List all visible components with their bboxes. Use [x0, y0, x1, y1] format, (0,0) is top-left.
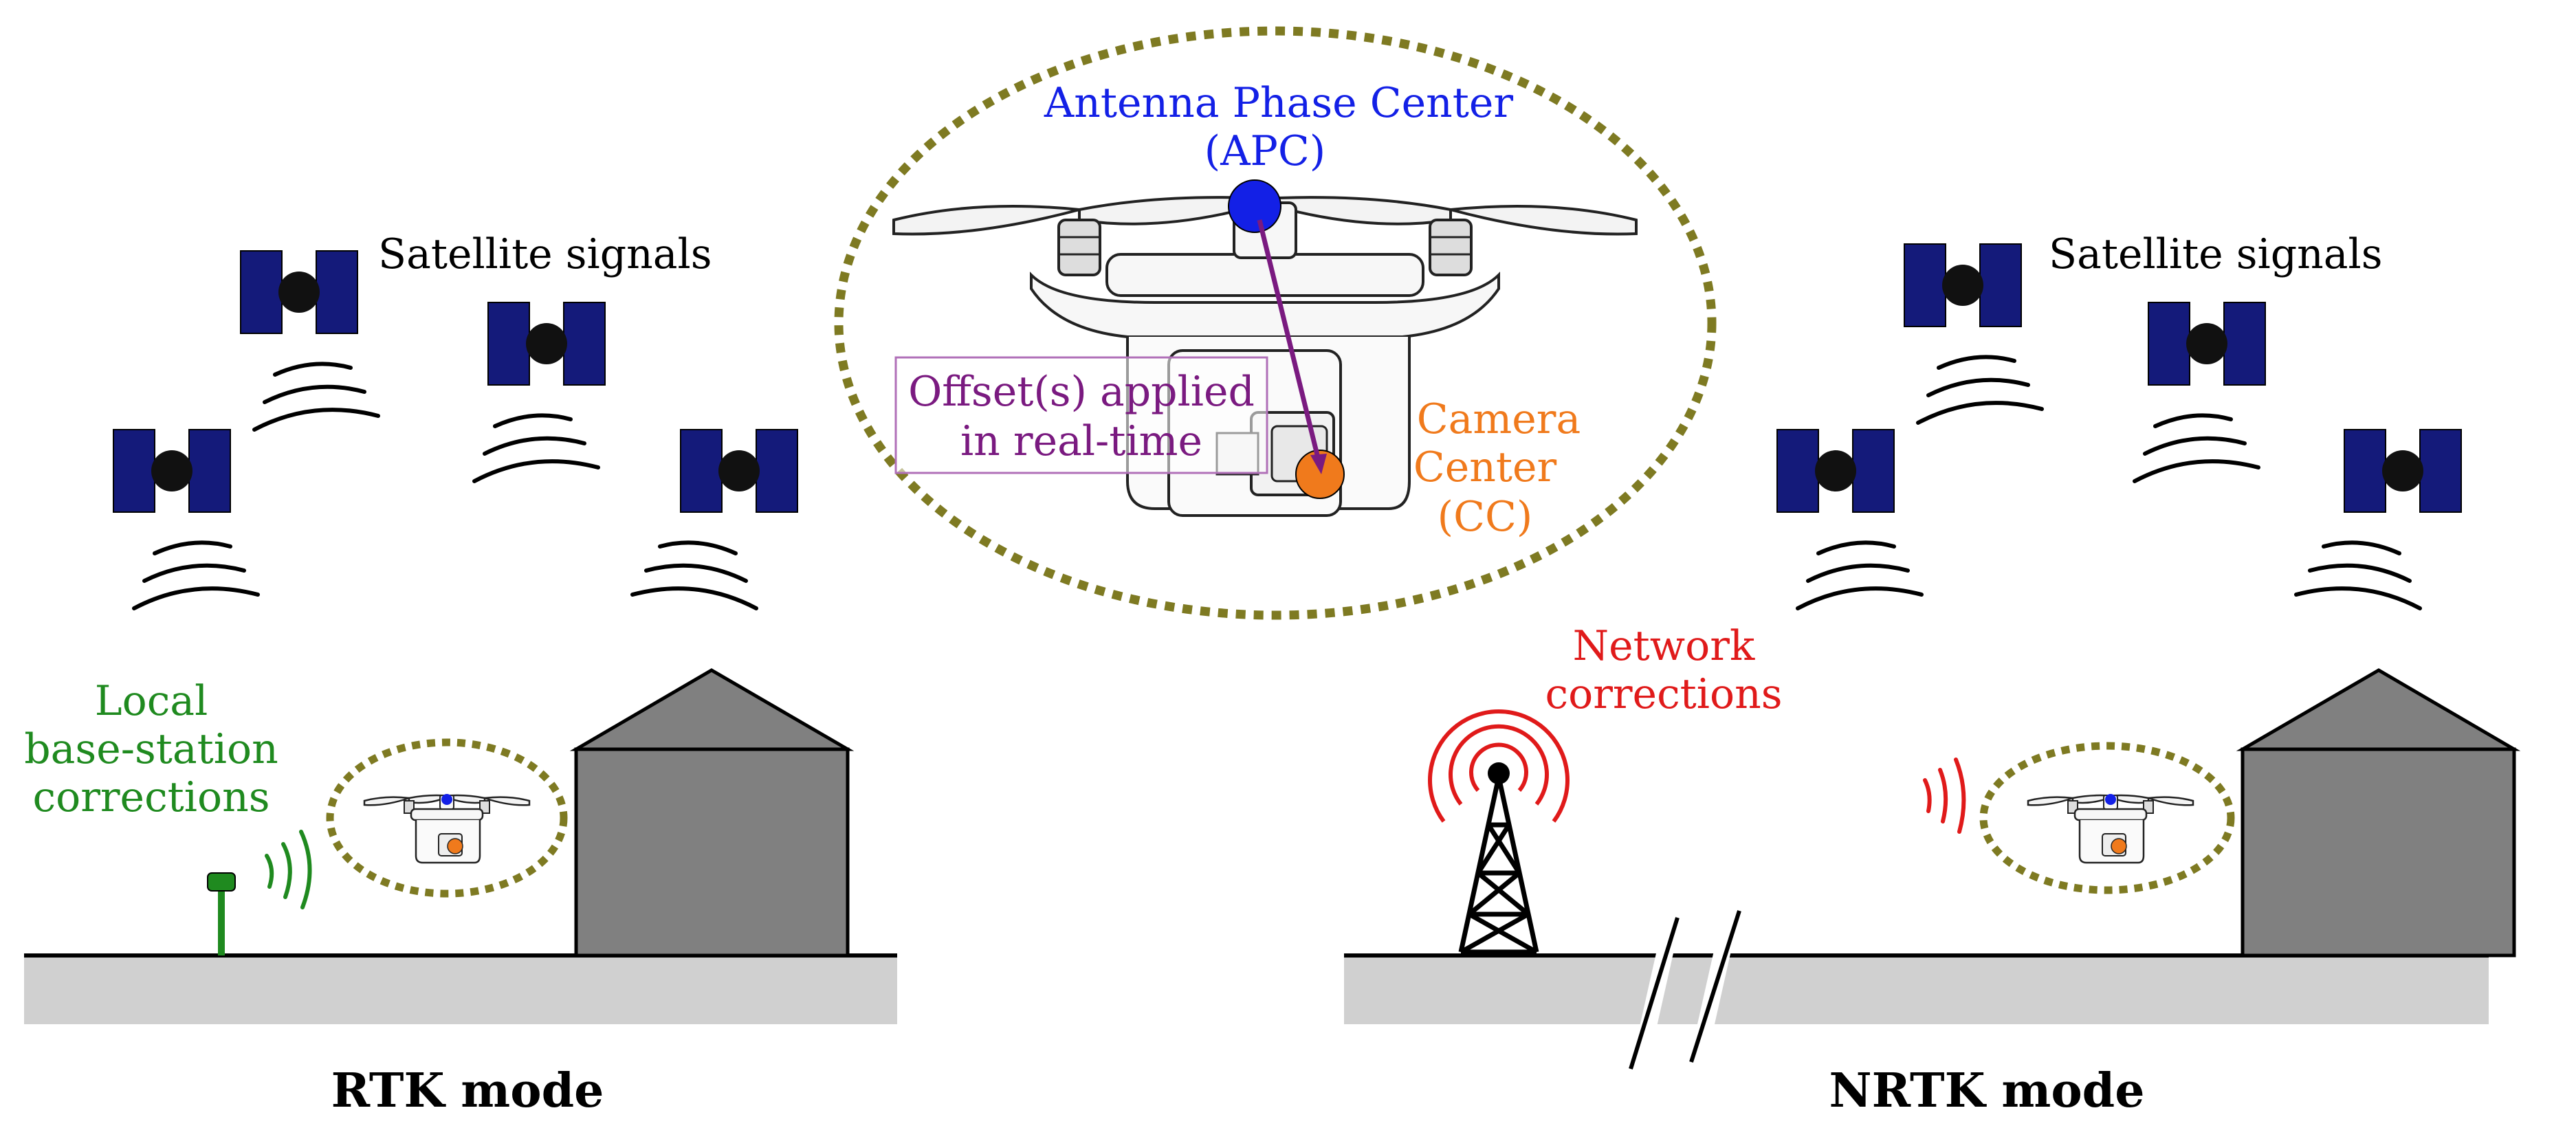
- rtk-satellite-2: [474, 302, 605, 481]
- cc-dot: [1295, 450, 1345, 499]
- rtk-corrections-line1: Local: [95, 677, 208, 725]
- cc-label-line3: (CC): [1438, 493, 1533, 541]
- apc-label-line1: Antenna Phase Center: [1044, 79, 1514, 127]
- nrtk-corrections-line1: Network: [1573, 622, 1755, 670]
- rtk-drone-icon: [363, 793, 531, 864]
- rtk-satellite-1: [241, 251, 378, 430]
- rtk-satellite-3: [113, 430, 258, 608]
- rtk-mode-label: RTK mode: [331, 1063, 604, 1118]
- apc-label-line2: (APC): [1204, 127, 1325, 175]
- rtk-base-station: [207, 872, 236, 955]
- nrtk-correction-waves: [1923, 757, 1966, 834]
- nrtk-drone-icon: [2027, 793, 2194, 864]
- nrtk-satellites-label: Satellite signals: [2049, 230, 2383, 278]
- nrtk-building: [2236, 668, 2521, 958]
- rtk-satellite-4: [632, 430, 797, 608]
- cc-label-line1: Camera: [1417, 395, 1581, 443]
- nrtk-satellite-3: [1777, 430, 1922, 608]
- rtk-building: [569, 668, 855, 958]
- rtk-satellites-label: Satellite signals: [378, 230, 712, 278]
- offset-label-box: [894, 356, 1268, 474]
- apc-dot: [1228, 179, 1281, 233]
- nrtk-mode-label: NRTK mode: [1829, 1063, 2145, 1118]
- offset-label-line2: in real-time: [960, 417, 1202, 465]
- zoom-ellipse: [834, 26, 1717, 620]
- nrtk-drone-ellipse: [1979, 742, 2235, 894]
- nrtk-tower-tip: [1488, 762, 1510, 784]
- rtk-panel: Satellite signals Local base-station cor…: [24, 230, 897, 1118]
- rtk-ground: [24, 955, 897, 1024]
- nrtk-panel: Satellite signals Network corrections: [1344, 230, 2521, 1118]
- rtk-corrections-line2: base-station: [24, 725, 278, 773]
- nrtk-tower: [1458, 776, 1539, 955]
- rtk-drone-ellipse: [326, 738, 568, 898]
- rtk-corrections-line3: corrections: [32, 773, 269, 821]
- offset-arrow: [1257, 219, 1321, 461]
- zoom-panel: Antenna Phase Center (APC) Camera Center…: [834, 26, 1717, 620]
- offset-label-line1: Offset(s) applied: [908, 368, 1255, 416]
- nrtk-satellite-4: [2296, 430, 2461, 608]
- offset-arrow-head: [1310, 454, 1327, 474]
- nrtk-satellite-2: [2135, 302, 2265, 481]
- rtk-correction-waves: [265, 830, 312, 909]
- nrtk-tower-waves: [1428, 709, 1570, 823]
- nrtk-satellite-1: [1904, 244, 2042, 423]
- nrtk-corrections-line2: corrections: [1545, 670, 1782, 718]
- nrtk-ground: [1344, 955, 2489, 1024]
- cc-label-line2: Center: [1413, 443, 1557, 491]
- nrtk-distance-break: [1629, 910, 1741, 1072]
